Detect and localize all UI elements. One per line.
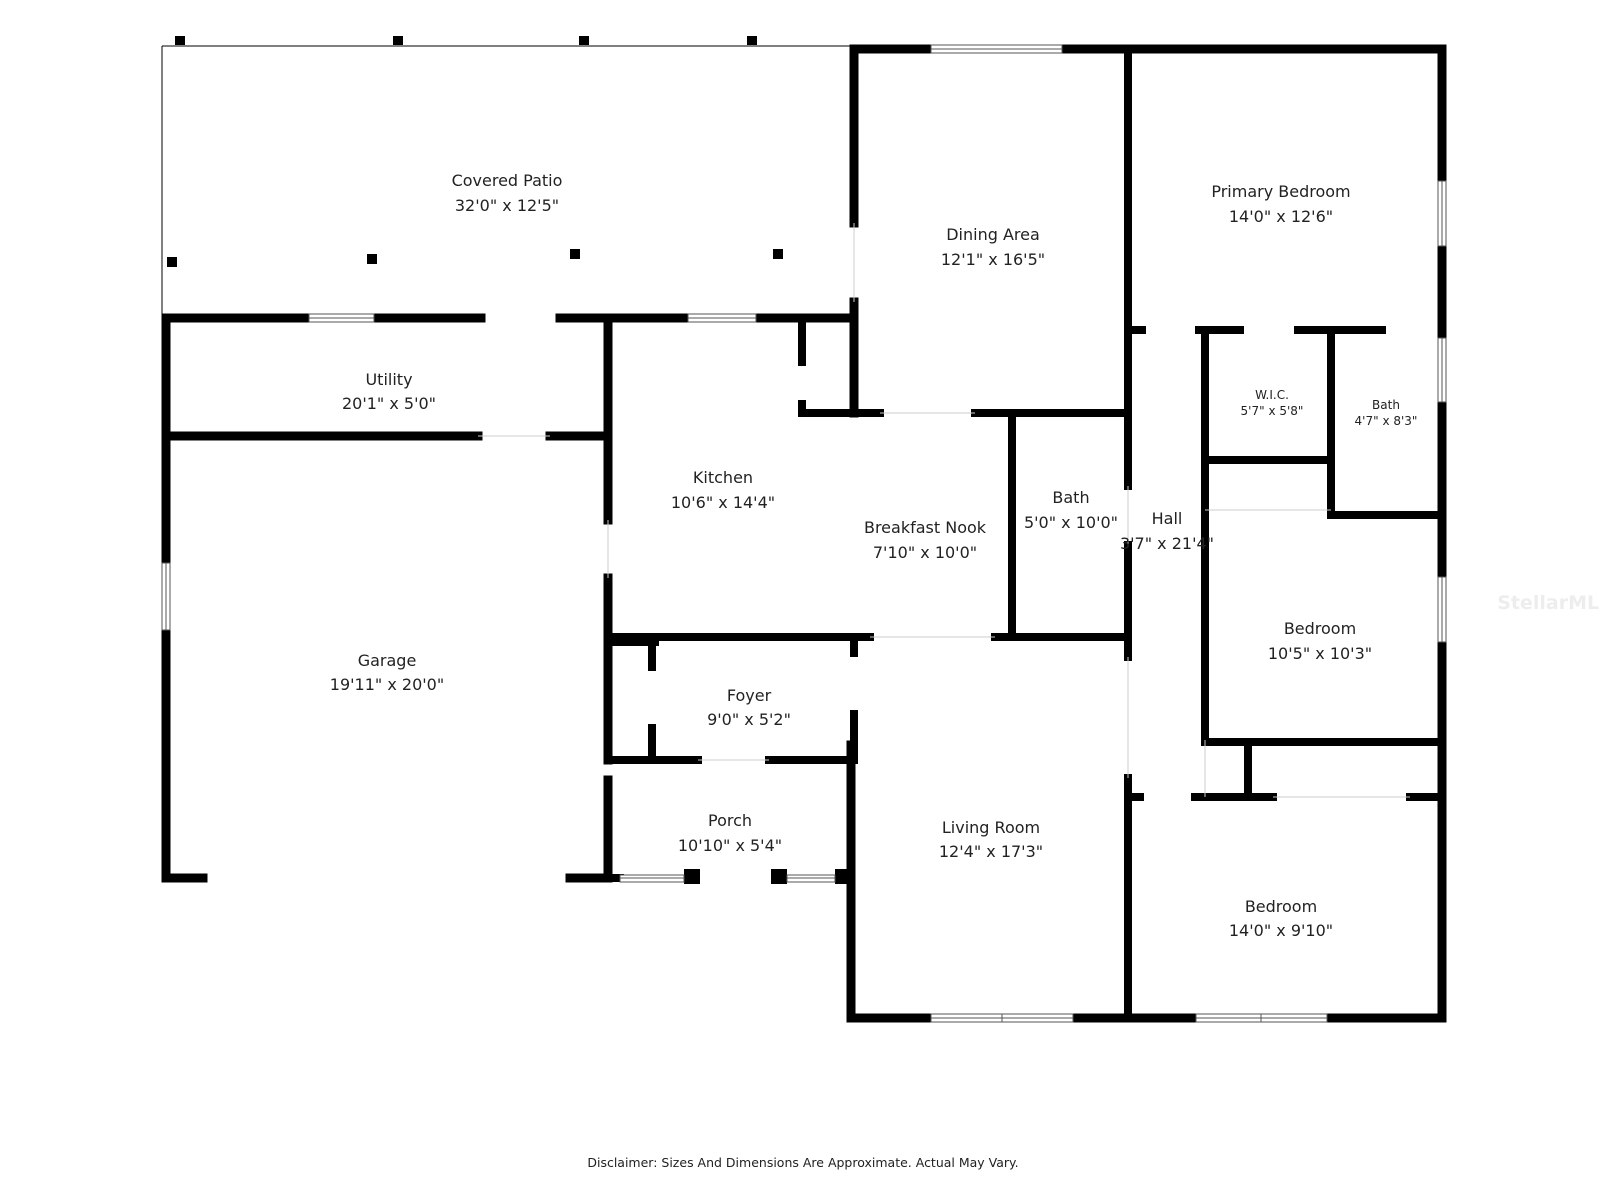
room-dim-bedroom-2: 10'5" x 10'3"	[1268, 644, 1372, 663]
room-dim-kitchen: 10'6" x 14'4"	[671, 493, 775, 512]
room-name-bedroom-2: Bedroom	[1284, 619, 1356, 638]
room-dim-bedroom-3: 14'0" x 9'10"	[1229, 921, 1333, 940]
room-dim-breakfast-nook: 7'10" x 10'0"	[873, 543, 977, 562]
room-name-utility: Utility	[365, 370, 412, 389]
room-name-porch: Porch	[708, 811, 752, 830]
room-labels: Covered Patio 32'0" x 12'5" Dining Area …	[330, 171, 1418, 940]
room-dim-garage: 19'11" x 20'0"	[330, 675, 444, 694]
room-name-garage: Garage	[358, 651, 417, 670]
thin-outlines	[161, 45, 854, 318]
room-dim-bath-hall: 5'0" x 10'0"	[1024, 513, 1118, 532]
room-dim-utility: 20'1" x 5'0"	[342, 394, 436, 413]
porch-posts	[684, 869, 851, 884]
room-name-dining-area: Dining Area	[946, 225, 1040, 244]
room-dim-covered-patio: 32'0" x 12'5"	[455, 196, 559, 215]
room-name-breakfast-nook: Breakfast Nook	[864, 518, 987, 537]
room-name-primary-bedroom: Primary Bedroom	[1211, 182, 1350, 201]
disclaimer: Disclaimer: Sizes And Dimensions Are App…	[587, 1155, 1018, 1170]
room-name-bath-hall: Bath	[1052, 488, 1089, 507]
room-dim-porch: 10'10" x 5'4"	[678, 836, 782, 855]
room-dim-primary-bedroom: 14'0" x 12'6"	[1229, 207, 1333, 226]
openings	[478, 223, 1410, 798]
windows	[161, 44, 1447, 1023]
room-dim-foyer: 9'0" x 5'2"	[707, 710, 791, 729]
watermark: StellarMLS	[1497, 592, 1600, 614]
room-name-hall: Hall	[1152, 509, 1183, 528]
patio-posts	[167, 36, 783, 267]
room-name-bedroom-3: Bedroom	[1245, 897, 1317, 916]
room-name-bath-primary: Bath	[1372, 398, 1400, 412]
room-name-foyer: Foyer	[727, 686, 772, 705]
room-name-kitchen: Kitchen	[693, 468, 753, 487]
room-name-covered-patio: Covered Patio	[452, 171, 563, 190]
room-dim-bath-primary: 4'7" x 8'3"	[1355, 414, 1418, 428]
room-name-living-room: Living Room	[942, 818, 1040, 837]
room-dim-living-room: 12'4" x 17'3"	[939, 842, 1043, 861]
room-dim-wic: 5'7" x 5'8"	[1241, 404, 1304, 418]
room-name-wic: W.I.C.	[1255, 388, 1289, 402]
room-dim-dining-area: 12'1" x 16'5"	[941, 250, 1045, 269]
walls	[161, 44, 1447, 1023]
room-dim-hall: 3'7" x 21'4"	[1120, 534, 1214, 553]
